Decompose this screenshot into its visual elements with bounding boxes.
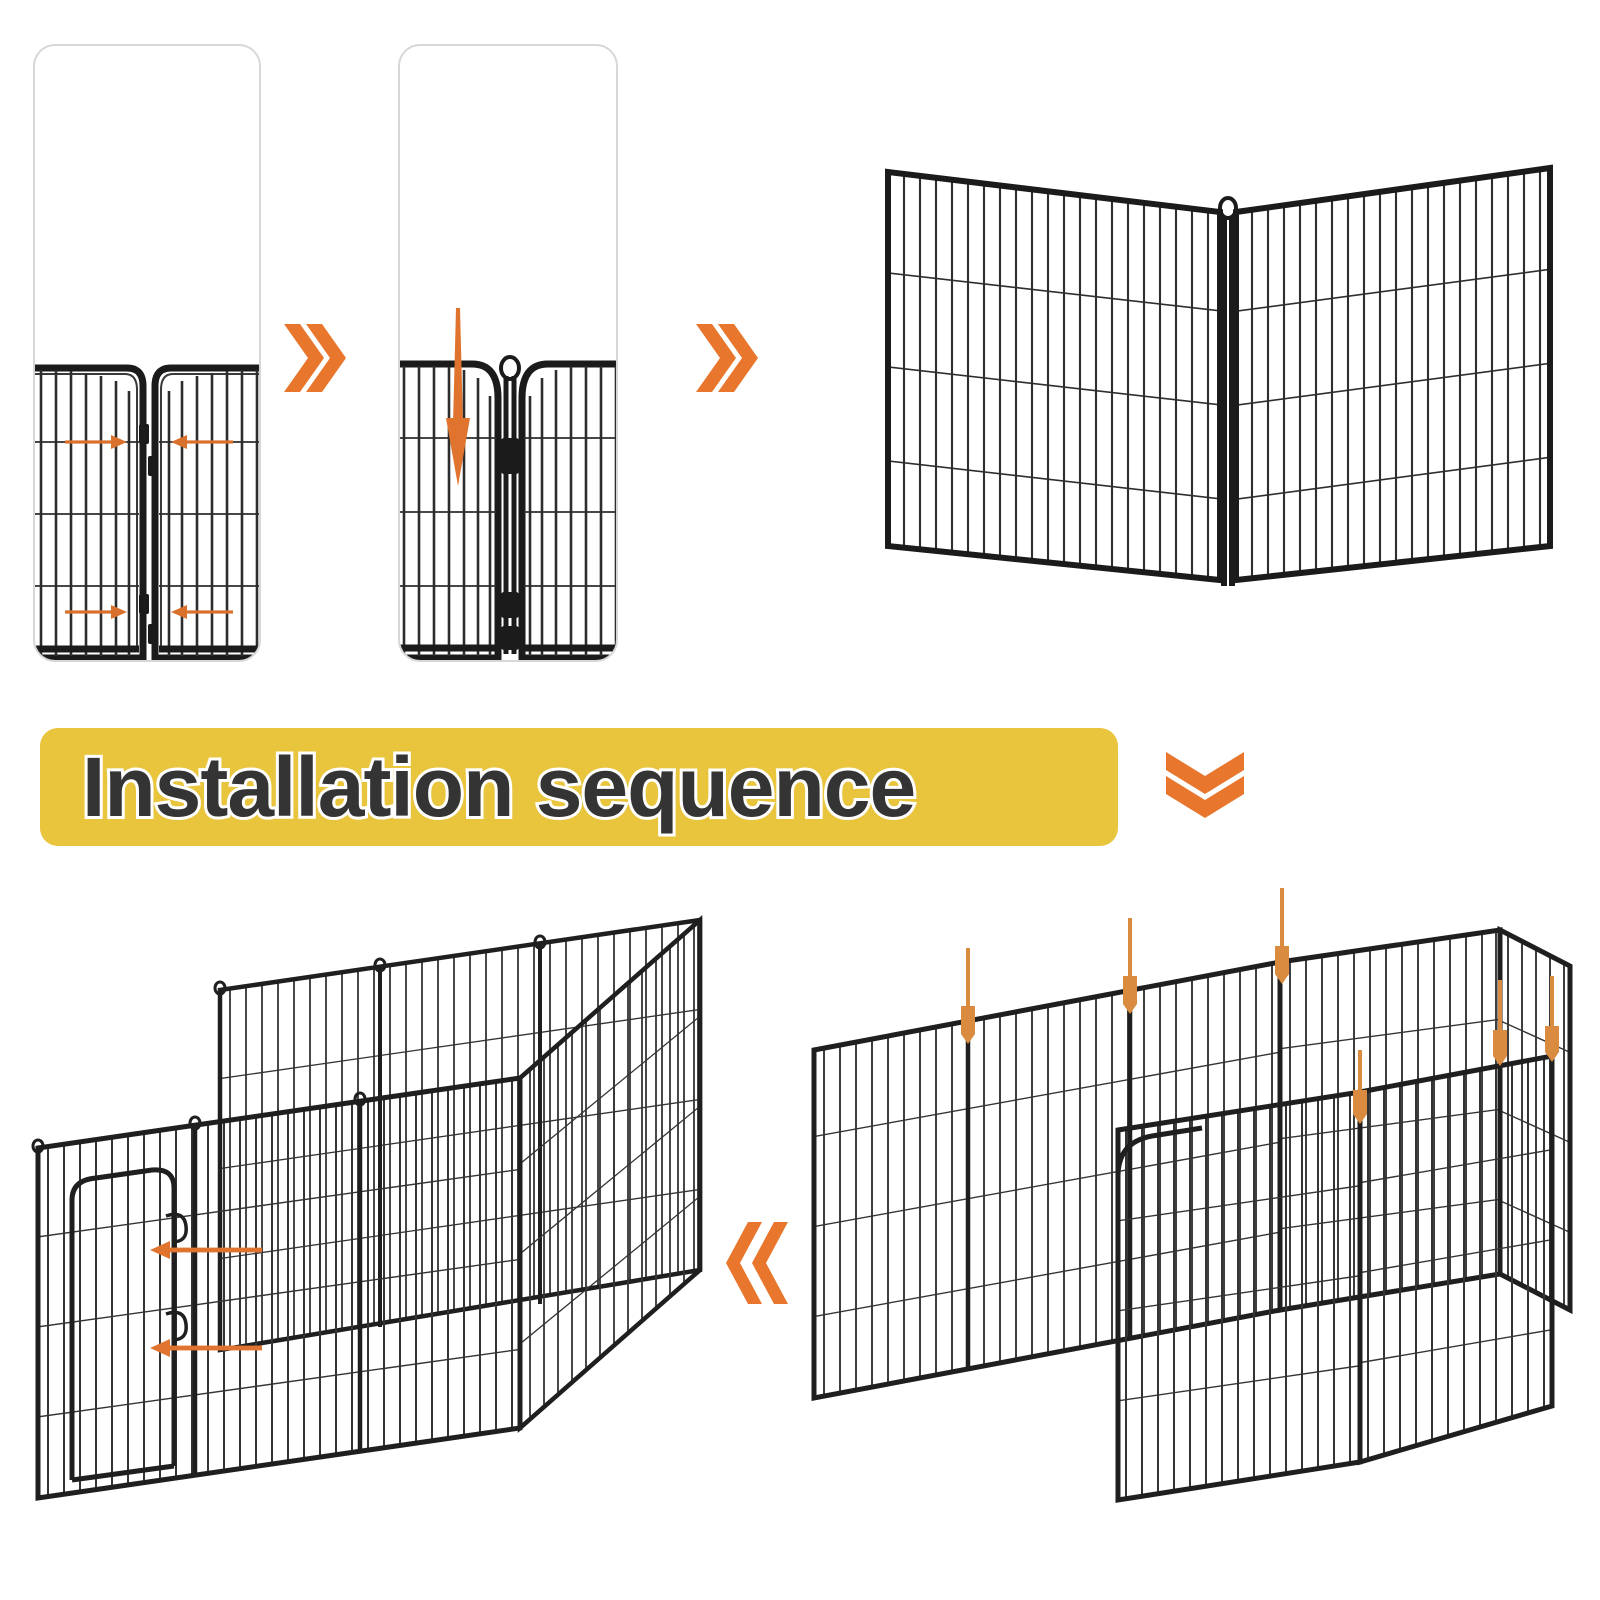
step3-hinge-post (1218, 196, 1238, 586)
step4-far-right-wall (1277, 927, 1503, 1313)
step4-connector-pins (961, 888, 1559, 1124)
chevron-right-icon (284, 324, 346, 392)
step2-connector-rod (499, 355, 521, 654)
step1-right-panel (151, 364, 259, 660)
step1-hinge-knuckles (139, 424, 158, 644)
installation-sequence-banner: Installation sequence (40, 728, 1118, 846)
step-1-illustration (35, 364, 259, 660)
step-2-illustration (400, 308, 616, 660)
step2-right-panel (518, 360, 616, 660)
step4-right-end-wall (1497, 925, 1573, 1315)
step2-left-panel (400, 360, 502, 660)
step3-right-panel (1233, 164, 1553, 584)
step-4-illustration (800, 870, 1580, 1520)
step-3-illustration (860, 150, 1560, 630)
chevron-left-icon (726, 1222, 788, 1304)
chevron-down-icon (1166, 752, 1244, 818)
step3-left-panel (885, 168, 1223, 584)
step4-near-right-wall (1357, 1052, 1555, 1466)
banner-title: Installation sequence (79, 740, 919, 834)
step1-left-panel (35, 364, 147, 660)
step5-latch-arrows (150, 1212, 262, 1357)
step5-gate-door (69, 1167, 177, 1483)
chevron-right-icon (696, 324, 758, 392)
step2-insert-arrow (446, 308, 470, 486)
step5-near-wall (31, 1075, 523, 1501)
step4-near-wall (1115, 1089, 1363, 1503)
step4-far-wall (811, 958, 1283, 1402)
step5-end-wall (517, 915, 703, 1433)
step-5-illustration (20, 880, 720, 1520)
step-1-card (33, 44, 261, 662)
step-2-card (398, 44, 618, 662)
step1-alignment-arrows (65, 435, 233, 619)
